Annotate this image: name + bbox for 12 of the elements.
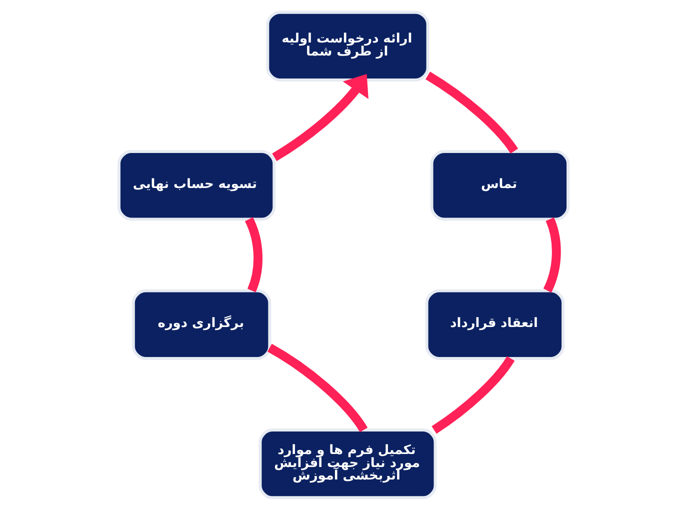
- arrow: [272, 74, 368, 162]
- node-box: تماس: [430, 150, 570, 221]
- connector: [431, 356, 514, 434]
- connector: [542, 218, 560, 292]
- node-box: برگزاری دوره: [131, 289, 271, 360]
- node-box: تکمیل فرم ها و موارد مورد نیاز جهت افزایش اثربخشی آموزش: [258, 428, 436, 500]
- connector: [424, 72, 518, 154]
- connector: [266, 344, 368, 432]
- node-box: ارائه درخواست اولیه از طرف شما: [266, 10, 429, 82]
- node-box: تسویه حساب نهایی: [116, 150, 276, 221]
- node-box: انعقاد قرارداد: [424, 289, 564, 360]
- connector: [244, 217, 262, 292]
